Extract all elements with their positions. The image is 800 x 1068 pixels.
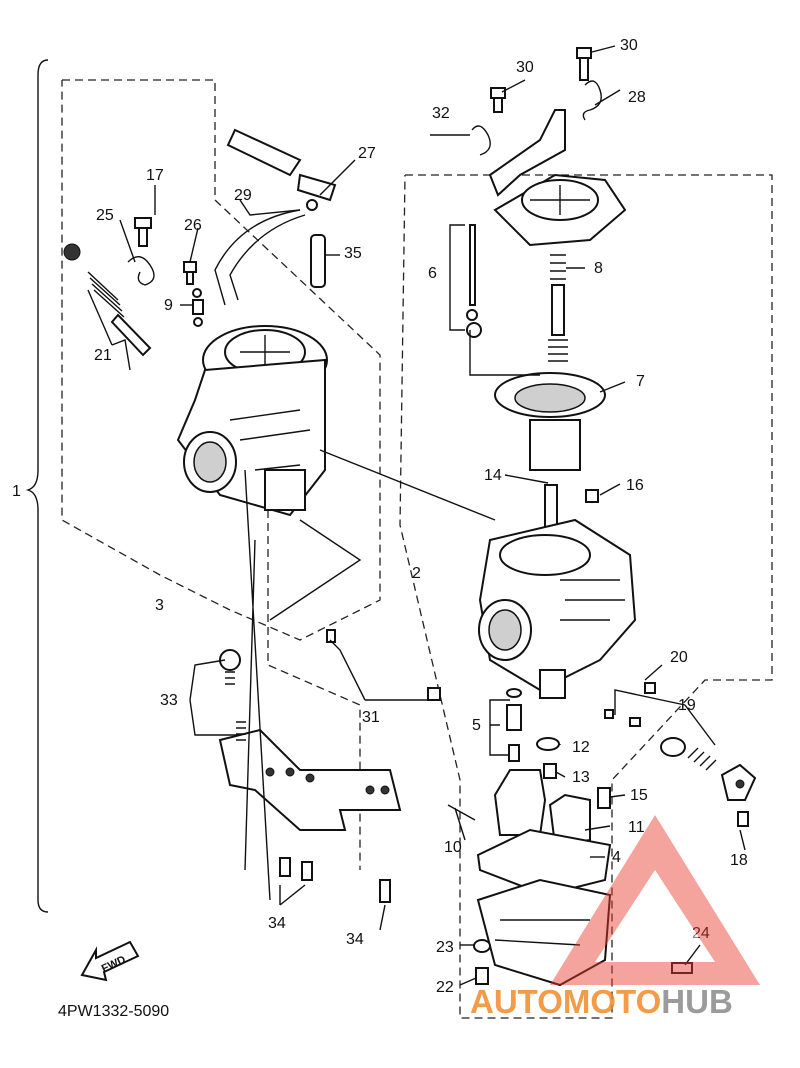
jet-5 xyxy=(506,688,522,762)
svg-text:AUTOMOTOHUB: AUTOMOTOHUB xyxy=(470,983,733,1020)
watermark-text-automoto: AUTOMOTO xyxy=(470,983,661,1020)
callout-34b: 34 xyxy=(346,931,364,948)
gasket-4 xyxy=(476,828,612,897)
screw-20 xyxy=(644,682,656,694)
clip-25 xyxy=(127,256,155,286)
callout-5: 5 xyxy=(472,717,481,734)
callout-15: 15 xyxy=(630,787,648,804)
screw-10 xyxy=(447,804,476,821)
callout-20: 20 xyxy=(670,649,688,666)
callout-31: 31 xyxy=(362,709,380,726)
jet-15 xyxy=(597,787,611,809)
screw-22 xyxy=(475,967,489,985)
pipe-27 xyxy=(226,128,337,211)
fwd-arrow-icon: FWD xyxy=(80,940,140,982)
top-cover xyxy=(493,173,627,247)
left-carburetor xyxy=(176,325,328,517)
callout-30a: 30 xyxy=(516,59,534,76)
clip-32 xyxy=(471,125,491,156)
callout-32: 32 xyxy=(432,105,450,122)
hose-29 xyxy=(214,209,306,306)
pilot-screw-21 xyxy=(63,243,152,357)
spring-31 xyxy=(427,687,441,701)
bracket-plate xyxy=(488,109,566,197)
callout-10: 10 xyxy=(444,839,462,856)
screw-34a xyxy=(279,857,291,877)
callout-18: 18 xyxy=(730,852,748,869)
callout-22: 22 xyxy=(436,979,454,996)
callout-1: 1 xyxy=(12,483,21,500)
group-outline-2 xyxy=(399,174,773,1019)
screw-17 xyxy=(134,217,152,247)
drain-23 xyxy=(473,939,491,953)
screw-30b xyxy=(576,47,592,81)
callout-17: 17 xyxy=(146,167,164,184)
callout-labels: 1 2 3 4 5 6 7 8 9 10 11 12 13 14 15 16 1… xyxy=(12,37,748,996)
callout-26: 26 xyxy=(184,217,202,234)
callout-29: 29 xyxy=(234,187,252,204)
callout-9: 9 xyxy=(164,297,173,314)
callout-4: 4 xyxy=(612,849,621,866)
screw-18 xyxy=(737,811,749,827)
callout-27: 27 xyxy=(358,145,376,162)
callout-14: 14 xyxy=(484,467,502,484)
callout-8: 8 xyxy=(594,260,603,277)
callout-6: 6 xyxy=(428,265,437,282)
screw-26 xyxy=(183,261,197,285)
screw-31 xyxy=(326,629,336,643)
callout-23: 23 xyxy=(436,939,454,956)
needle-6 xyxy=(466,224,482,338)
callout-11: 11 xyxy=(628,819,645,836)
diaphragm-7 xyxy=(494,372,606,471)
hose-35 xyxy=(310,234,326,288)
screw-33a xyxy=(219,649,241,685)
screw-13 xyxy=(543,763,557,779)
watermark-logo: AUTOMOTOHUB xyxy=(470,815,760,1020)
bracket-assembly xyxy=(218,728,402,831)
callout-3: 3 xyxy=(155,597,164,614)
leader-lines xyxy=(87,45,746,986)
screw-24 xyxy=(671,962,693,974)
group-outline-3 xyxy=(61,79,381,641)
screw-34c xyxy=(379,879,391,903)
screw-16 xyxy=(585,489,599,503)
callout-28: 28 xyxy=(628,89,646,106)
callout-30b: 30 xyxy=(620,37,638,54)
right-carburetor-body xyxy=(478,518,637,699)
jet-set-9 xyxy=(192,288,204,327)
callout-21: 21 xyxy=(94,347,112,364)
nut-12 xyxy=(536,737,560,751)
callout-12: 12 xyxy=(572,739,590,756)
screw-34b xyxy=(301,861,313,881)
diagram-code: 4PW1332-5090 xyxy=(58,1003,169,1020)
watermark-triangle-icon xyxy=(550,815,760,985)
callout-25: 25 xyxy=(96,207,114,224)
float-bowl xyxy=(476,878,612,987)
callout-33: 33 xyxy=(160,692,178,709)
callout-19: 19 xyxy=(678,697,696,714)
clip-28 xyxy=(582,80,602,121)
choke-plunger-19 xyxy=(604,709,757,801)
callout-13: 13 xyxy=(572,769,590,786)
screw-30a xyxy=(490,87,506,113)
watermark-text-hub: HUB xyxy=(661,983,733,1020)
callout-16: 16 xyxy=(626,477,644,494)
spring-8 xyxy=(548,254,568,362)
assembly-bracket xyxy=(25,59,49,913)
spring-33b xyxy=(236,721,246,741)
callout-34a: 34 xyxy=(268,915,286,932)
callout-2: 2 xyxy=(412,565,421,582)
link-lines xyxy=(244,449,496,901)
callout-35: 35 xyxy=(344,245,362,262)
callout-7: 7 xyxy=(636,373,645,390)
